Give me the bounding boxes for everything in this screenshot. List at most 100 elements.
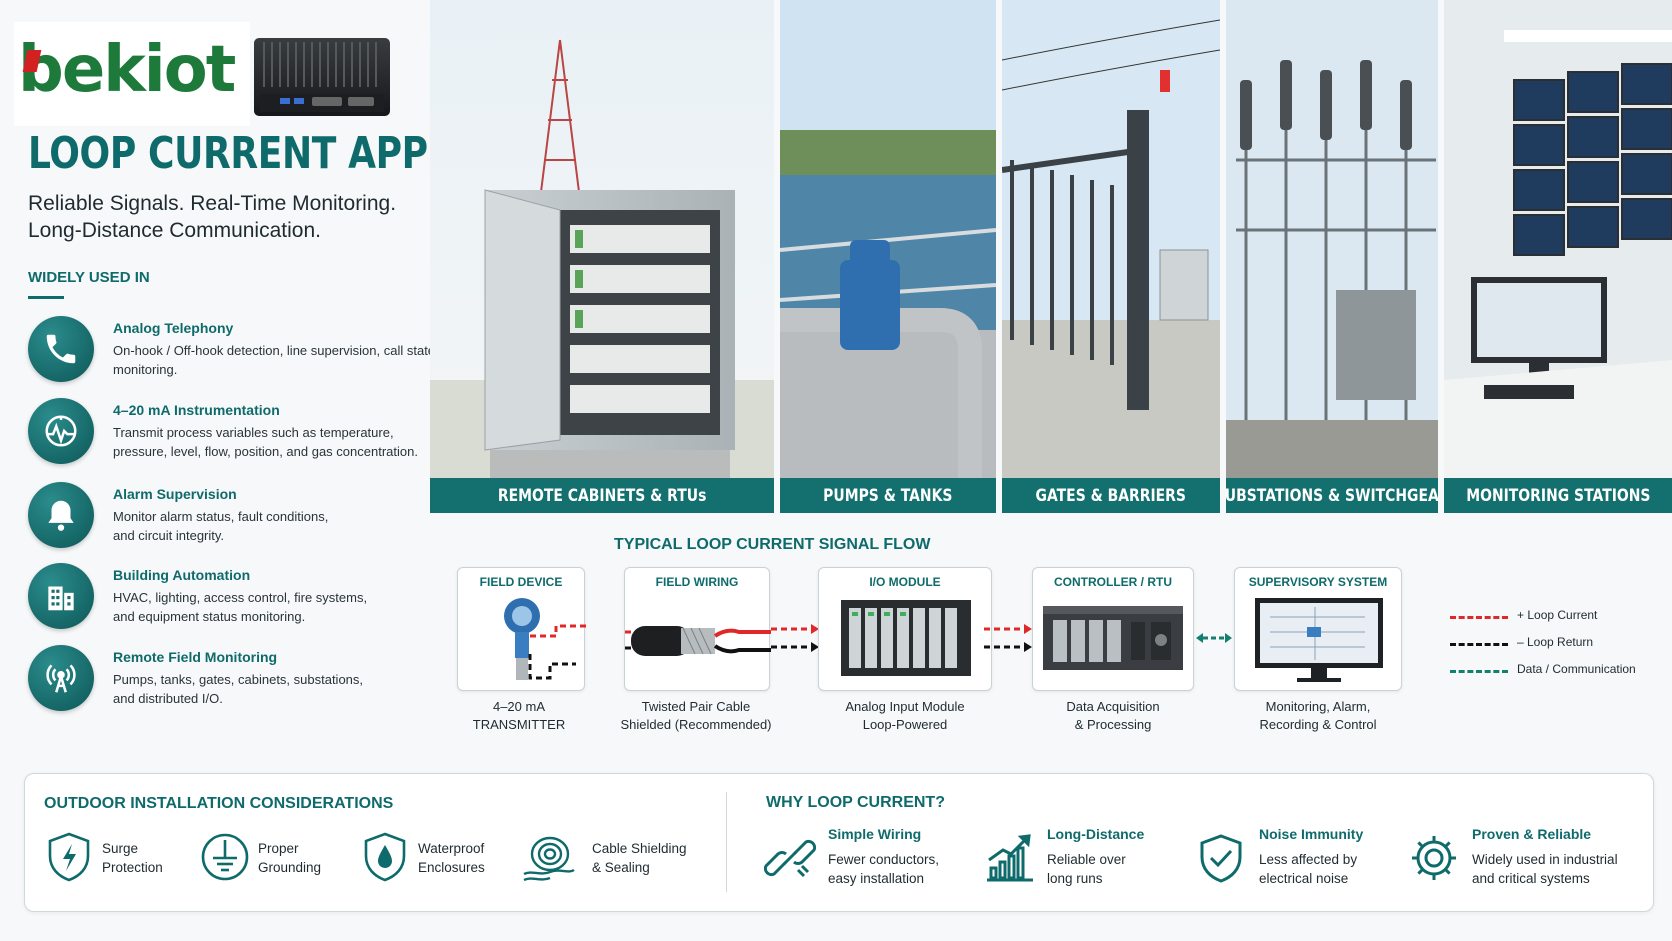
connector-io-to-controller [984,624,1032,652]
use-item-desc: Pumps, tanks, gates, cabinets, substatio… [113,672,364,706]
legend-text: + Loop Current [1517,608,1598,622]
caption-line: TRANSMITTER [472,717,566,732]
use-item-title: Remote Field Monitoring [113,649,278,665]
use-item-desc: Monitor alarm status, fault conditions, … [113,509,329,543]
legend-line-red [1450,616,1508,619]
gear-icon [1412,836,1456,880]
flow-step-supervisory: SUPERVISORY SYSTEM [1234,567,1402,691]
card-divider [726,792,727,892]
why-item-noise-immunity: Noise Immunity Less affected by electric… [1195,826,1435,888]
flow-step-label: FIELD WIRING [655,575,739,589]
signal-flow-title: TYPICAL LOOP CURRENT SIGNAL FLOW [614,536,931,553]
legend-line-green [1450,670,1508,673]
flow-caption-supervisory: Monitoring, Alarm, Recording & Control [1234,698,1402,734]
why-item-long-distance: Long-Distance Reliable over long runs [983,826,1223,888]
bar-growth-icon [987,834,1033,882]
pump-scene-image [780,0,996,513]
logo-background [14,22,250,126]
use-item-building-automation: Building Automation HVAC, lighting, acce… [28,563,438,635]
panel-label: MONITORING STATIONS [1444,478,1672,513]
caption-line: Loop-Powered [862,717,948,732]
check-shield-icon [1200,834,1242,883]
why-item-desc: Fewer conductors, easy installation [828,852,940,886]
panel-label: GATES & BARRIERS [1002,478,1220,513]
caption-line: & Processing [1074,717,1152,732]
flow-step-label: FIELD DEVICE [479,575,563,589]
transmitter-image [504,598,586,680]
caption-line: Analog Input Module [845,699,965,714]
flow-step-label: I/O MODULE [869,575,941,589]
connector-wiring-to-io [771,624,819,652]
legend-data-communication: Data / Communication [1450,662,1670,680]
flow-step-label: CONTROLLER / RTU [1054,575,1172,589]
outdoor-item-cable-shielding: Cable Shielding& Sealing [520,830,700,890]
surge-shield-icon [48,832,90,882]
flow-caption-field-device: 4–20 mA TRANSMITTER [457,698,581,734]
legend-loop-return: – Loop Return [1450,635,1670,653]
controller-rtu-image [1043,606,1183,670]
outdoor-item-text: Cable Shielding& Sealing [592,841,687,875]
brand-logo: bekiot [18,33,236,107]
panel-remote-cabinets: REMOTE CABINETS & RTUs [430,0,774,513]
legend-text: – Loop Return [1517,635,1594,649]
why-item-desc: Less affected by electrical noise [1259,852,1358,886]
flow-step-io-module: I/O MODULE [818,567,992,691]
building-icon [28,563,94,629]
water-drop-shield-icon [364,832,406,882]
why-item-desc: Widely used in industrial and critical s… [1472,852,1618,886]
flow-step-field-device: FIELD DEVICE [457,567,586,691]
use-item-desc: Transmit process variables such as tempe… [113,425,418,459]
legend-line-black [1450,643,1508,646]
widely-used-heading: WIDELY USED IN [28,269,150,286]
use-item-title: Building Automation [113,567,251,583]
why-item-title: Simple Wiring [828,826,922,842]
use-item-title: 4–20 mA Instrumentation [113,402,280,418]
cable-reel-icon [523,836,575,882]
connector-controller-to-supervisory [1196,633,1232,643]
why-item-title: Proven & Reliable [1472,826,1592,842]
gauge-icon [28,398,94,464]
legend-loop-current: + Loop Current [1450,608,1670,626]
ground-icon [201,833,249,881]
use-item-alarm-supervision: Alarm Supervision Monitor alarm status, … [28,482,438,554]
io-module-image [841,600,971,676]
why-heading: WHY LOOP CURRENT? [766,794,945,811]
flow-caption-field-wiring: Twisted Pair Cable Shielded (Recommended… [618,698,774,734]
use-item-desc: HVAC, lighting, access control, fire sys… [113,590,368,624]
caption-line: Data Acquisition [1066,699,1160,714]
use-item-title: Alarm Supervision [113,486,237,502]
panel-label: REMOTE CABINETS & RTUs [430,478,774,513]
use-item-analog-telephony: Analog Telephony On-hook / Off-hook dete… [28,316,438,388]
use-item-title: Analog Telephony [113,320,234,336]
heading-underline [28,296,64,299]
phone-icon [28,316,94,382]
caption-line: 4–20 mA [492,699,546,714]
why-item-proven-reliable: Proven & Reliable Widely used in industr… [1408,826,1648,888]
bell-icon [28,482,94,548]
use-item-desc: On-hook / Off-hook detection, line super… [113,343,436,377]
panel-substations: SUBSTATIONS & SWITCHGEAR [1226,0,1438,513]
panel-label: SUBSTATIONS & SWITCHGEAR [1226,478,1438,513]
flow-step-label: SUPERVISORY SYSTEM [1248,575,1388,589]
why-item-desc: Reliable over long runs [1047,852,1126,886]
panel-pumps-tanks: PUMPS & TANKS [780,0,996,513]
control-room-image [1444,0,1672,513]
caption-line: Recording & Control [1259,717,1377,732]
chain-link-icon [764,839,816,878]
twisted-pair-cable-image [625,626,771,656]
cabinet-scene-image [430,0,774,513]
flow-caption-controller: Data Acquisition & Processing [1032,698,1194,734]
why-item-title: Noise Immunity [1259,826,1364,842]
antenna-icon [28,645,94,711]
legend-text: Data / Communication [1517,662,1636,676]
supervisory-monitor-image [1255,598,1383,682]
panel-label: PUMPS & TANKS [780,478,996,513]
mini-pc-device-image [254,38,390,116]
panel-gates-barriers: GATES & BARRIERS [1002,0,1220,513]
flow-step-controller: CONTROLLER / RTU [1032,567,1194,691]
substation-scene-image [1226,0,1438,513]
